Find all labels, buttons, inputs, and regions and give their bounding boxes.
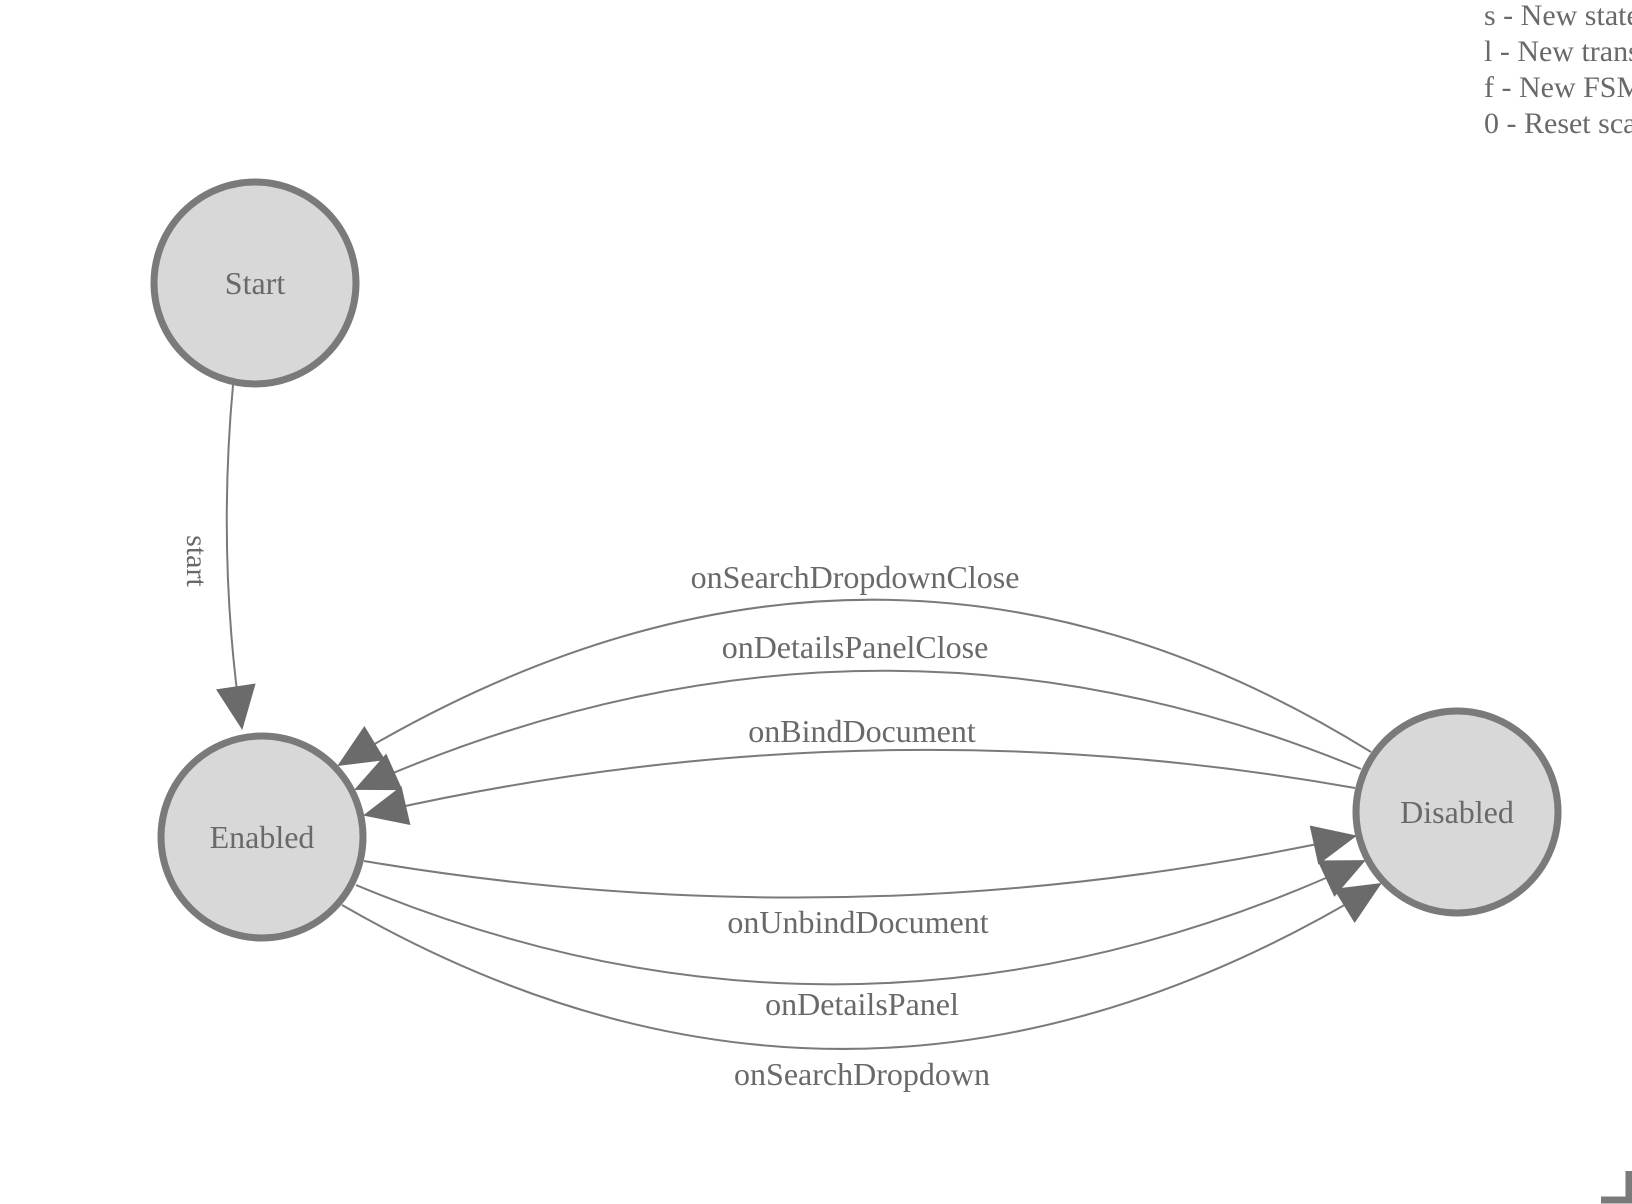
transition-onUnbindDocument-label: onUnbindDocument — [727, 904, 988, 940]
legend-line-reset-scale: 0 - Reset scale — [1484, 107, 1632, 140]
state-disabled-circle[interactable] — [1352, 707, 1562, 917]
state-start: Start — [150, 178, 360, 388]
transition-onSearchDropdown-label: onSearchDropdown — [734, 1056, 990, 1092]
state-start-label: Start — [225, 265, 286, 301]
frame-corner — [1601, 1171, 1632, 1204]
transition-onBindDocument-label: onBindDocument — [748, 713, 976, 749]
transition-start-path[interactable] — [216, 384, 256, 730]
state-disabled-label: Disabled — [1400, 794, 1514, 830]
transition-onUnbindDocument: onUnbindDocument — [363, 825, 1357, 940]
transition-onSearchDropdown: onSearchDropdown — [341, 882, 1382, 1092]
legend-line-new-state: s - New state — [1484, 0, 1632, 32]
state-start-circle[interactable] — [150, 178, 360, 388]
transition-onBindDocument: onBindDocument — [363, 713, 1356, 826]
state-enabled: Enabled — [157, 732, 367, 942]
transition-onSearchDropdown-path[interactable] — [341, 882, 1382, 1050]
state-disabled: Disabled — [1352, 707, 1562, 917]
transition-onBindDocument-path[interactable] — [363, 748, 1356, 826]
transition-onDetailsPanelClose-path[interactable] — [354, 669, 1362, 791]
transition-onDetailsPanelClose-label: onDetailsPanelClose — [722, 629, 989, 665]
transition-onUnbindDocument-path[interactable] — [363, 825, 1357, 899]
legend-line-new-transition: l - New transition — [1484, 35, 1632, 68]
state-enabled-label: Enabled — [210, 819, 315, 855]
transition-start-label: start — [180, 535, 213, 587]
transition-start: start — [180, 384, 256, 730]
transition-onSearchDropdownClose: onSearchDropdownClose — [337, 559, 1372, 767]
transition-onDetailsPanel-path[interactable] — [355, 860, 1366, 986]
transition-onDetailsPanelClose: onDetailsPanelClose — [354, 629, 1362, 791]
state-enabled-circle[interactable] — [157, 732, 367, 942]
transition-onDetailsPanel: onDetailsPanel — [355, 860, 1366, 1022]
transition-onDetailsPanel-label: onDetailsPanel — [765, 986, 959, 1022]
transition-onSearchDropdownClose-path[interactable] — [337, 598, 1372, 767]
shortcut-legend: s - New state l - New transition f - New… — [1484, 0, 1632, 140]
transition-onSearchDropdownClose-label: onSearchDropdownClose — [691, 559, 1020, 595]
legend-line-new-fsm: f - New FSM — [1484, 71, 1632, 104]
